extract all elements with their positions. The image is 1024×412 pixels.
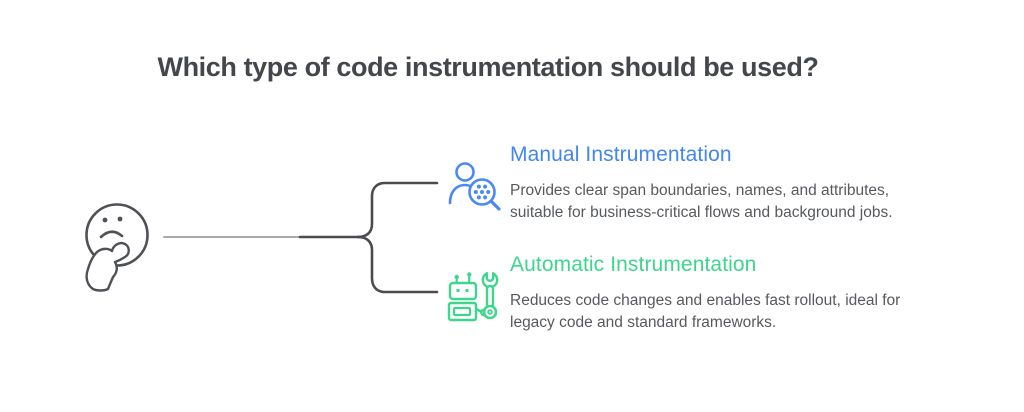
automatic-instrumentation-heading: Automatic Instrumentation: [510, 253, 757, 276]
robot-wrench-icon: [446, 269, 508, 331]
manual-instrumentation-description: Provides clear span boundaries, names, a…: [510, 182, 893, 221]
thinking-face-icon: [80, 198, 170, 298]
branch-connector: [160, 175, 450, 305]
person-magnifier-icon: [448, 156, 508, 216]
page-title: Which type of code instrumentation shoul…: [157, 52, 819, 82]
manual-instrumentation-heading: Manual Instrumentation: [510, 143, 732, 166]
automatic-instrumentation-description: Reduces code changes and enables fast ro…: [510, 292, 901, 331]
